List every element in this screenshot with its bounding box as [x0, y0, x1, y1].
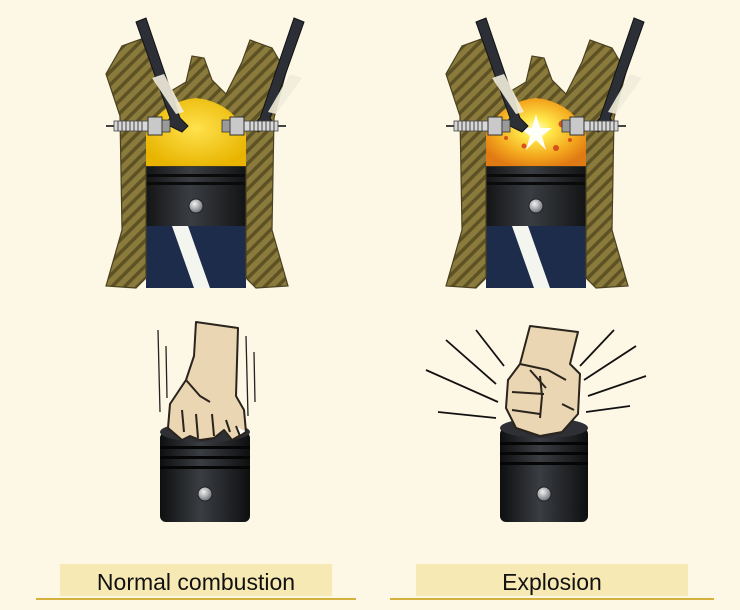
caption-band — [416, 564, 688, 596]
motion-lines-icon — [157, 329, 256, 417]
piston-normal — [157, 321, 256, 522]
caption-band — [60, 564, 332, 596]
fist-icon — [505, 325, 581, 437]
motion-lines-icon — [425, 329, 647, 419]
caption-rule — [390, 598, 714, 600]
engine-cylinder-explosion — [445, 17, 645, 289]
caption-normal-combustion: Normal combustion — [36, 564, 356, 600]
caption-rule — [36, 598, 356, 600]
caption-explosion: Explosion — [390, 564, 714, 600]
piston-explosion — [425, 325, 647, 522]
caption-text-explosion: Explosion — [502, 568, 602, 595]
explosion-spark-icon — [520, 114, 552, 150]
engine-cylinder-normal — [105, 17, 305, 289]
hand-icon — [167, 321, 247, 441]
caption-text-normal: Normal combustion — [96, 568, 296, 595]
